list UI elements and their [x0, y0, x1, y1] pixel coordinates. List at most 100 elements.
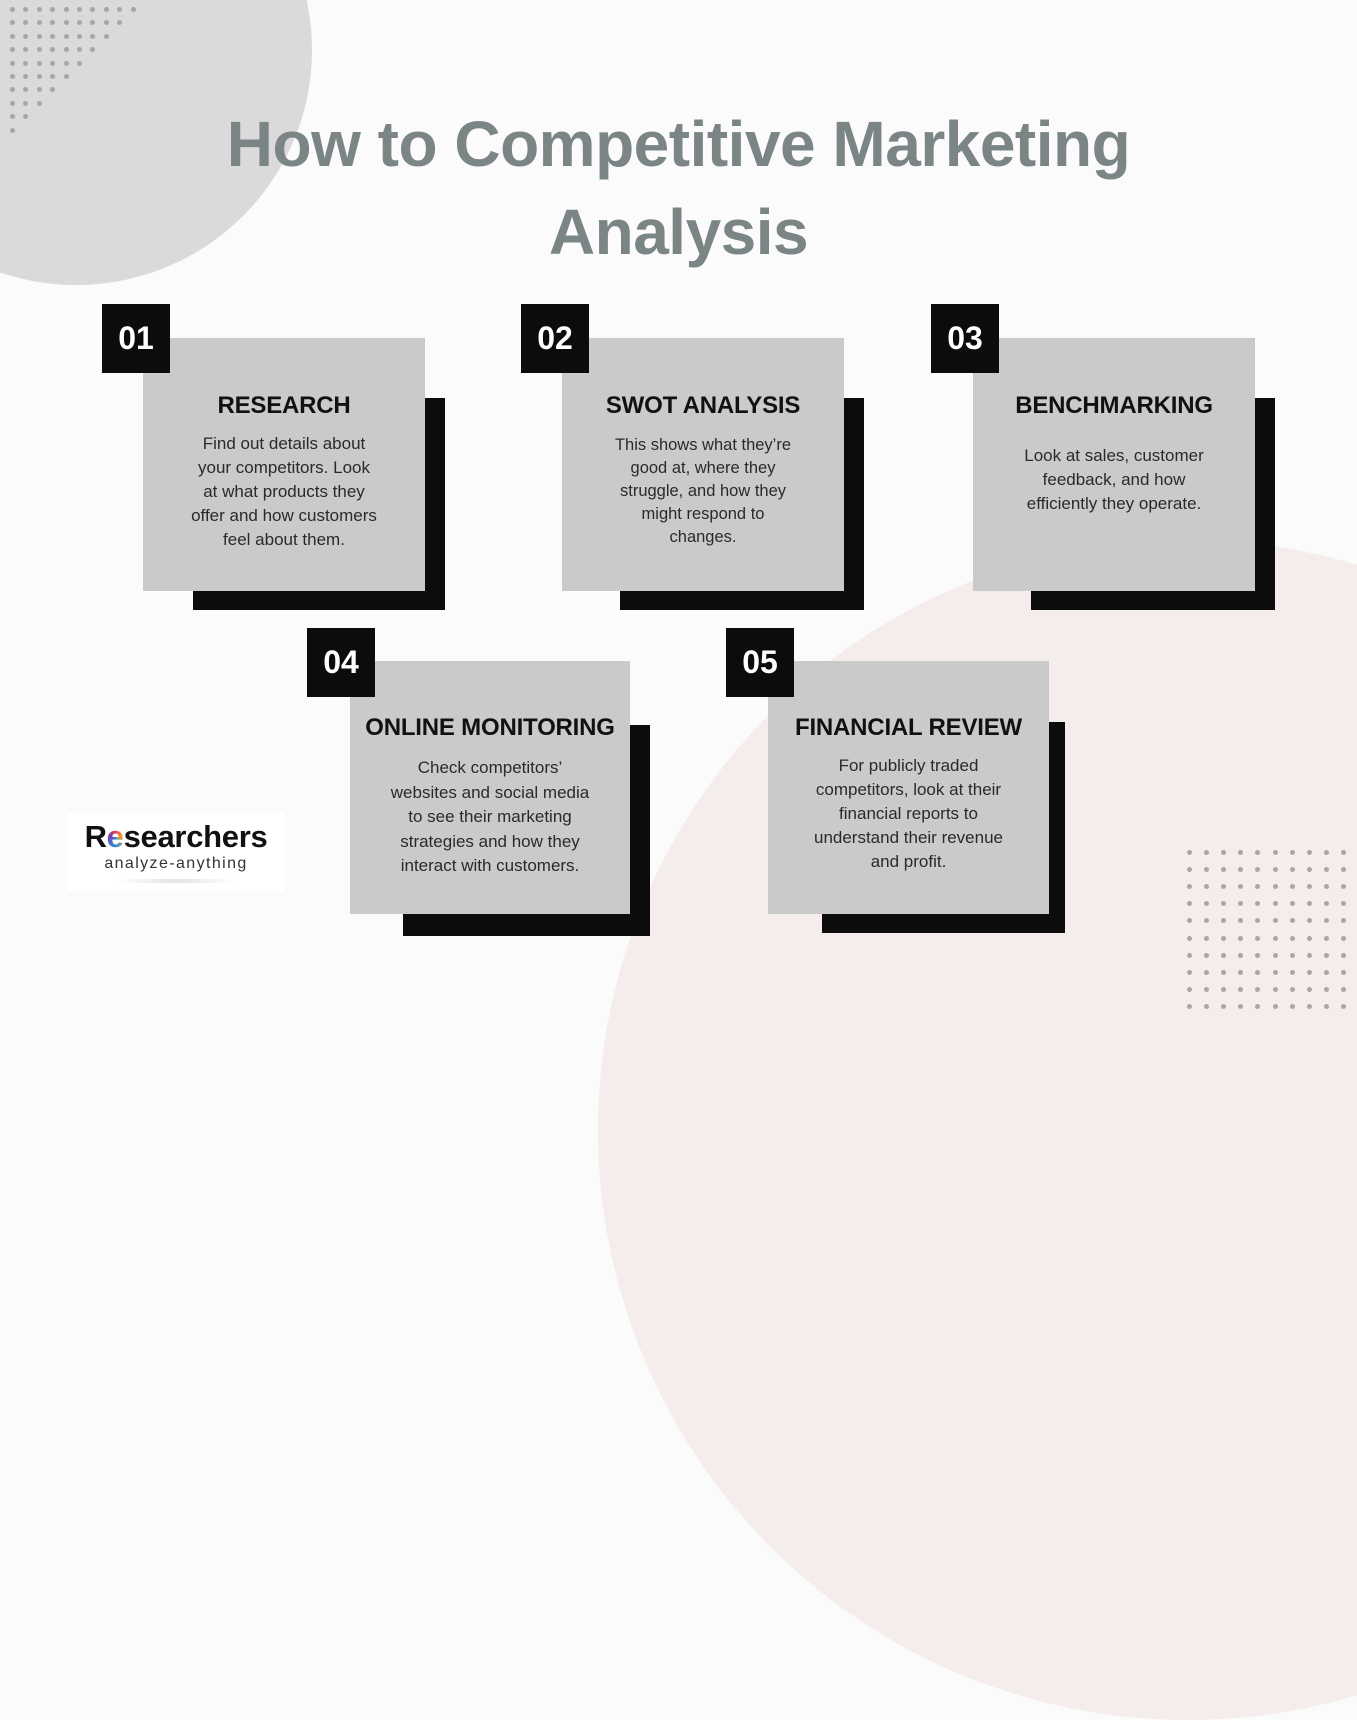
dot [1323, 884, 1329, 890]
dot [117, 20, 123, 26]
dot [1289, 884, 1295, 890]
dot [1323, 969, 1329, 975]
dot [1255, 1003, 1261, 1009]
dot [1255, 884, 1261, 890]
dot [10, 87, 15, 93]
dot [1272, 867, 1278, 873]
dot [1221, 969, 1227, 975]
dot [1323, 952, 1329, 958]
dot [1272, 850, 1278, 855]
dot [1272, 952, 1278, 958]
dot [1289, 969, 1295, 975]
dot [1187, 901, 1192, 907]
step-description: This shows what they’re good at, where t… [614, 436, 792, 546]
dot [1238, 918, 1244, 924]
dot [1238, 867, 1244, 873]
dot [1255, 901, 1261, 907]
dot [1306, 850, 1312, 855]
dot [63, 74, 69, 79]
dot [77, 47, 82, 53]
dot [1204, 969, 1210, 975]
dot [1204, 867, 1210, 873]
dot [23, 33, 29, 39]
dot [1323, 901, 1329, 907]
title-line-2: Analysis [548, 196, 809, 268]
dot [1255, 918, 1261, 924]
dot [1187, 918, 1192, 924]
dot [103, 7, 109, 12]
dot [1340, 986, 1346, 992]
logo-underline [116, 879, 236, 883]
dot [1340, 867, 1346, 873]
dot [23, 47, 29, 53]
dot [36, 7, 42, 12]
dot [1238, 986, 1244, 992]
dot [1272, 986, 1278, 992]
dot [36, 74, 42, 79]
dot [10, 33, 15, 39]
dot [50, 20, 56, 26]
page-title: How to Competitive Marketing Analysis [0, 100, 1357, 276]
dot [63, 7, 69, 12]
dot [1187, 969, 1192, 975]
step-heading: FINANCIAL REVIEW [794, 714, 1023, 741]
dot [1289, 918, 1295, 924]
dot [1187, 1003, 1192, 1009]
dot [1204, 850, 1210, 855]
dot [1238, 1003, 1244, 1009]
dot [1323, 1003, 1329, 1009]
step-description: Find out details about your competitors.… [191, 434, 377, 549]
dot [1272, 969, 1278, 975]
dot [1255, 969, 1261, 975]
dot [10, 100, 15, 106]
dot [1187, 867, 1192, 873]
dot [1306, 935, 1312, 941]
dot [1221, 918, 1227, 924]
dot [117, 7, 123, 12]
step-number-badge: 04 [307, 628, 375, 697]
step-heading: RESEARCH [217, 392, 351, 419]
dot [90, 7, 96, 12]
dot [1272, 935, 1278, 941]
dot [1289, 867, 1295, 873]
dot [1289, 952, 1295, 958]
dot [1289, 901, 1295, 907]
dot [1221, 850, 1227, 855]
dot [1255, 850, 1261, 855]
dot [36, 47, 42, 53]
step-number-badge: 05 [726, 628, 794, 697]
dot [23, 100, 29, 106]
dot [1238, 969, 1244, 975]
dot [90, 33, 96, 39]
dot [1323, 935, 1329, 941]
logo-brand-prefix: R [84, 819, 107, 854]
dot [1204, 935, 1210, 941]
dot [130, 7, 136, 12]
step-description: Look at sales, customer feedback, and ho… [1024, 446, 1204, 513]
card-panel: ONLINE MONITORING Check competitors’ web… [350, 661, 630, 914]
dot [10, 47, 15, 53]
dot [1340, 952, 1346, 958]
step-heading: BENCHMARKING [1015, 392, 1213, 419]
dot [77, 33, 82, 39]
dot [1272, 918, 1278, 924]
dot [1323, 867, 1329, 873]
dot [36, 60, 42, 66]
dot [23, 60, 29, 66]
dot [1340, 918, 1346, 924]
dot [1255, 935, 1261, 941]
dot [1340, 850, 1346, 855]
dot [1204, 901, 1210, 907]
dot [1323, 850, 1329, 855]
step-heading: ONLINE MONITORING [365, 714, 615, 741]
dot [1323, 986, 1329, 992]
dot [1306, 986, 1312, 992]
dot [63, 47, 69, 53]
dot [1204, 1003, 1210, 1009]
dot [1306, 952, 1312, 958]
dot [23, 114, 29, 120]
dot [1238, 901, 1244, 907]
dot [36, 100, 42, 106]
dot [23, 7, 29, 12]
dot [1255, 986, 1261, 992]
